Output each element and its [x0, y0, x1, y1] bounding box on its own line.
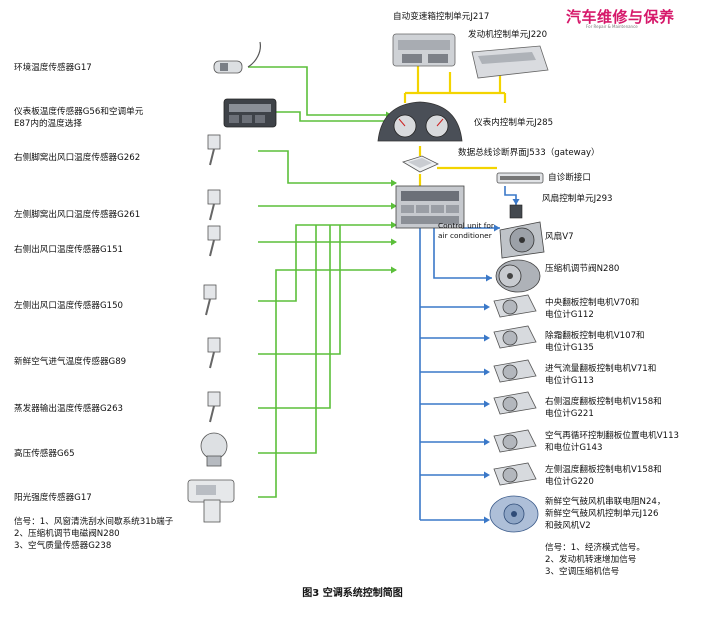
- output-actuator-label: 进气流量翻板控制电机V71和: [545, 364, 657, 374]
- fan-label: 风扇V7: [545, 232, 574, 242]
- output-actuator-label: 中央翻板控制电机V70和: [545, 298, 640, 308]
- arrow-head: [391, 238, 397, 246]
- compressor-label: 压缩机调节阀N280: [545, 264, 620, 274]
- wiring: [248, 66, 517, 521]
- fan-icon: [499, 221, 545, 259]
- output-actuator-label: 空气再循环控制翻板位置电机V113: [545, 431, 680, 441]
- output-actuator-label: 左侧温度翻板控制电机V158和: [545, 465, 662, 475]
- input-sensor-label: 右侧脚窝出风口温度传感器G262: [14, 153, 141, 163]
- output-actuator-label: 电位计G221: [545, 409, 594, 419]
- output-actuator-label: 电位计G112: [545, 310, 594, 320]
- temp-sensor-probe-icon: [207, 391, 221, 423]
- fan-control-label: 风扇控制单元J293: [542, 194, 613, 204]
- brand-subtitle: For Repair & Maintenance: [586, 24, 638, 29]
- input-sensor-label: 新鲜空气进气温度传感器G89: [14, 357, 127, 367]
- gateway-icon: [402, 155, 439, 173]
- input-signal-line-2: 2、压缩机调节电磁阀N280: [14, 529, 120, 539]
- arrow-head: [484, 368, 490, 376]
- input-sensor-label: 阳光强度传感器G17: [14, 493, 92, 503]
- input-sensor-label: 右侧出风口温度传感器G151: [14, 245, 124, 255]
- output-actuator-label: 新鲜空气鼓风机控制单元J126: [545, 509, 659, 519]
- figure-caption: 图3 空调系统控制简图: [302, 588, 403, 599]
- actuator-motor-icon: [493, 391, 537, 415]
- output-actuator-label: 电位计G220: [545, 477, 594, 487]
- arrow-head: [484, 334, 490, 342]
- input-sensor-label: E87内的温度选择: [14, 119, 82, 129]
- dash-temp-sensor-panel-icon: [223, 98, 277, 128]
- arrow-head: [484, 400, 490, 408]
- temp-sensor-probe-icon: [207, 337, 221, 369]
- ambient-temp-sensor-icon: [213, 41, 261, 74]
- diag-port-label: 自诊断接口: [548, 173, 591, 183]
- input-sensor-label: 左侧出风口温度传感器G150: [14, 301, 124, 311]
- temp-sensor-probe-icon: [207, 189, 221, 221]
- instrument-cluster-icon: [377, 101, 463, 142]
- actuator-motor-icon: [493, 462, 537, 486]
- temp-sensor-probe-icon: [207, 134, 221, 166]
- gateway-label: 数据总线诊断界面J533（gateway）: [458, 148, 600, 158]
- ac-control-unit-label: Control unit for air conditioner: [438, 221, 494, 240]
- actuator-motor-icon: [493, 294, 537, 318]
- arrow-head: [484, 303, 490, 311]
- output-signal-line-3: 3、空调压缩机信号: [545, 567, 620, 577]
- temp-sensor-probe-icon: [207, 225, 221, 257]
- arrow-head: [391, 221, 397, 229]
- fan-control-unit-icon: [509, 204, 523, 219]
- input-sensor-label: 左侧脚窝出风口温度传感器G261: [14, 210, 141, 220]
- cluster-label: 仪表内控制单元J285: [474, 118, 554, 128]
- output-actuator-label: 右侧温度翻板控制电机V158和: [545, 397, 662, 407]
- gearbox-ecu-icon: [392, 33, 456, 67]
- output-wires: [419, 186, 517, 521]
- engine-ecu-icon: [471, 45, 549, 79]
- arrow-head: [484, 516, 490, 524]
- output-actuator-label: 除霜翻板控制电机V107和: [545, 331, 645, 341]
- arrow-head: [512, 199, 520, 205]
- actuators: [493, 294, 537, 486]
- temp-sensor-probe-icon: [203, 284, 217, 316]
- sunlight-sensor-icon: [187, 479, 235, 523]
- arrow-head: [494, 224, 500, 232]
- output-actuator-label: 和鼓风机V2: [545, 521, 591, 531]
- output-actuator-label: 新鲜空气鼓风机串联电阻N24，: [545, 497, 666, 507]
- arrow-head: [484, 471, 490, 479]
- output-signal-line-1: 信号：1、经济模式信号。: [545, 543, 645, 553]
- compressor-icon: [495, 259, 541, 293]
- input-sensor-label: 蒸发器输出温度传感器G263: [14, 404, 124, 414]
- output-actuator-label: 电位计G135: [545, 343, 594, 353]
- arrow-head: [391, 202, 397, 210]
- actuator-motor-icon: [493, 325, 537, 349]
- engine-ecu-label: 发动机控制单元J220: [468, 30, 548, 40]
- input-wires: [248, 66, 396, 498]
- high-pressure-sensor-icon: [200, 432, 228, 467]
- output-actuator-label: 和电位计G143: [545, 443, 603, 453]
- arrow-head: [391, 266, 397, 274]
- output-signal-line-2: 2、发动机转速增加信号: [545, 555, 637, 565]
- probe-sensors: [203, 134, 221, 423]
- input-sensor-label: 高压传感器G65: [14, 449, 75, 459]
- actuator-motor-icon: [493, 359, 537, 383]
- brand-logo-text: 汽车维修与保养: [566, 8, 675, 26]
- input-signal-line-1: 信号：1、风窗清洗刮水间歇系统31b端子: [14, 517, 174, 527]
- ac-control-unit-icon: [395, 185, 465, 229]
- blower-icon: [489, 495, 539, 533]
- diagnostic-port-icon: [496, 172, 544, 184]
- input-signal-line-3: 3、空气质量传感器G238: [14, 541, 112, 551]
- arrow-head: [484, 438, 490, 446]
- actuator-motor-icon: [493, 429, 537, 453]
- arrow-head: [391, 179, 397, 187]
- input-sensor-label: 仪表板温度传感器G56和空调单元: [14, 107, 144, 117]
- input-sensor-label: 环境温度传感器G17: [14, 63, 92, 73]
- output-actuator-label: 电位计G113: [545, 376, 594, 386]
- gearbox-ecu-label: 自动变速箱控制单元J217: [393, 12, 490, 22]
- arrow-head: [486, 274, 492, 282]
